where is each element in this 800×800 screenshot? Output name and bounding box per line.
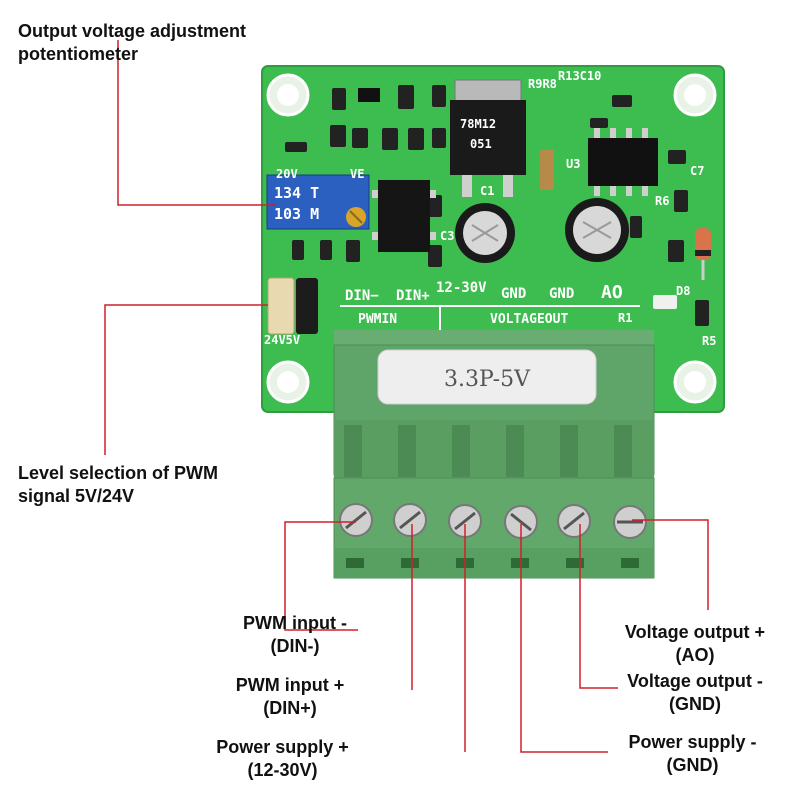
capacitor-left xyxy=(455,203,515,263)
label-ao: AO xyxy=(601,282,623,303)
callout-gnd-in: Power supply - (GND) xyxy=(605,731,780,777)
callout-din-minus-line1: PWM input - xyxy=(243,613,347,633)
callout-pot-line2: potentiometer xyxy=(18,44,139,64)
callout-lines xyxy=(104,40,709,753)
level-jumper: 24V5V xyxy=(264,277,318,347)
callout-pot-line1: Output voltage adjustment xyxy=(18,21,247,41)
label-20v: 20V xyxy=(276,167,298,181)
label-gnd2: GND xyxy=(549,286,574,302)
label-r5: R5 xyxy=(702,334,716,348)
optocoupler xyxy=(372,180,436,252)
label-r9r8: R9R8 xyxy=(528,77,557,91)
regulator-label: 78M12 xyxy=(460,117,496,131)
screw-din-minus xyxy=(339,503,373,537)
label-din-minus: DIN− xyxy=(345,288,379,304)
label-u3: U3 xyxy=(566,157,580,171)
label-voltageout: VOLTAGEOUT xyxy=(490,312,568,327)
callout-din-plus-line1: PWM input + xyxy=(235,675,345,695)
label-gnd1: GND xyxy=(501,286,526,302)
callout-vin: Power supply + (12-30V) xyxy=(190,736,375,782)
callout-ao-line2: (AO) xyxy=(675,645,715,665)
screw-ao xyxy=(613,505,647,539)
callout-gnd-in-line2: (GND) xyxy=(666,755,719,775)
pot-top-text: 134 T xyxy=(274,184,319,202)
screw-gnd-in xyxy=(504,505,538,539)
label-d8: D8 xyxy=(676,284,690,298)
callout-gnd-in-line1: Power supply - xyxy=(628,732,757,752)
callout-din-minus-line2: (DIN-) xyxy=(270,636,320,656)
callout-vin-line1: Power supply + xyxy=(216,737,349,757)
smd-components xyxy=(285,85,709,326)
callout-ao: Voltage output + (AO) xyxy=(605,621,785,667)
terminal-block: 3.3P-5V xyxy=(333,330,655,579)
label-r1: R1 xyxy=(618,311,632,325)
capacitor-right xyxy=(565,198,629,262)
label-c1: C1 xyxy=(480,184,494,198)
label-vin: 12-30V xyxy=(436,280,487,296)
terminal-sticker: 3.3P-5V xyxy=(444,367,531,392)
callout-level: Level selection of PWM signal 5V/24V xyxy=(18,462,218,508)
label-pwmin: PWMIN xyxy=(358,312,397,327)
mounting-holes xyxy=(266,73,717,404)
callout-din-plus-line2: (DIN+) xyxy=(263,698,317,718)
callout-level-line2: signal 5V/24V xyxy=(18,486,135,506)
voltage-regulator: 78M12 051 xyxy=(450,79,526,197)
label-c3: C3 xyxy=(440,229,454,243)
potentiometer: 134 T 103 M xyxy=(266,174,370,230)
label-r13c10: R13C10 xyxy=(558,69,601,83)
callout-din-plus: PWM input + (DIN+) xyxy=(215,674,365,720)
callout-gnd-out-line1: Voltage output - xyxy=(627,671,763,691)
label-c7: C7 xyxy=(690,164,704,178)
diode xyxy=(695,228,711,280)
callout-ao-line1: Voltage output + xyxy=(624,622,766,642)
callout-gnd-out: Voltage output - (GND) xyxy=(605,670,785,716)
label-din-plus: DIN+ xyxy=(396,288,430,304)
screw-terminals xyxy=(339,503,647,539)
callout-din-minus: PWM input - (DIN-) xyxy=(225,612,365,658)
pot-bottom-text: 103 M xyxy=(274,205,319,223)
label-ve: VE xyxy=(350,167,364,181)
screw-gnd-out xyxy=(557,504,591,538)
callout-vin-line2: (12-30V) xyxy=(247,760,318,780)
regulator-code: 051 xyxy=(470,137,492,151)
callout-pot: Output voltage adjustment potentiometer xyxy=(18,20,246,66)
silkscreen-labels: R13C10 R9R8 C1 C3 U3 R6 C7 D8 R1 R5 20V … xyxy=(276,69,716,348)
transistor xyxy=(358,88,380,102)
callout-level-line1: Level selection of PWM xyxy=(18,463,219,483)
ic-chip xyxy=(588,128,658,196)
screw-din-plus xyxy=(393,503,427,537)
label-r6: R6 xyxy=(655,194,669,208)
jumper-text: 24V5V xyxy=(264,333,300,347)
callout-gnd-out-line2: (GND) xyxy=(669,694,721,714)
